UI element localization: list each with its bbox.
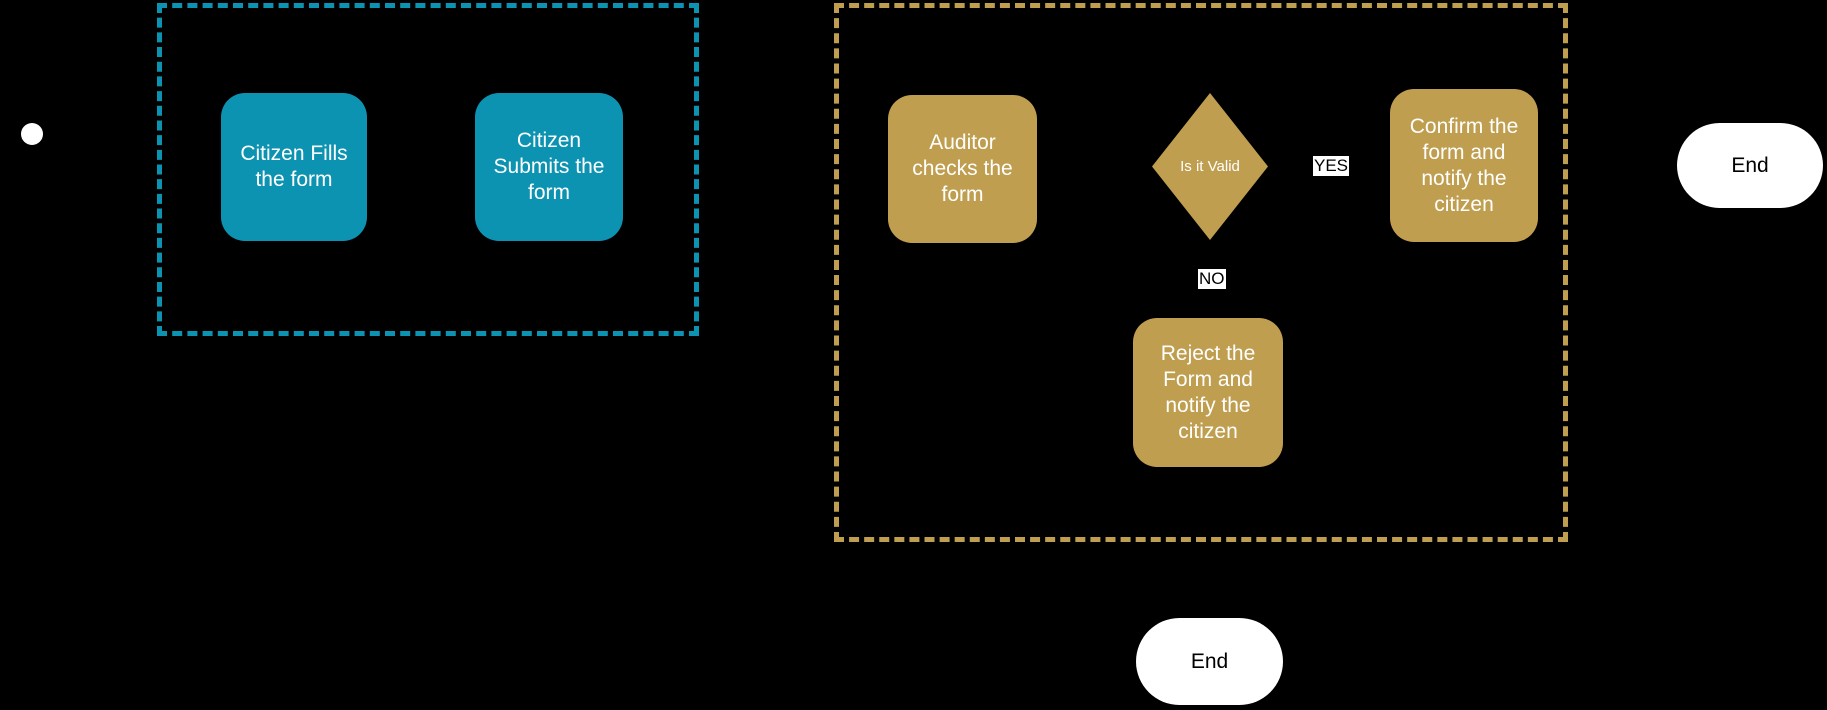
node-auditor-checks-form: Auditor checks the form xyxy=(888,95,1037,243)
end-node-bottom: End xyxy=(1136,618,1283,705)
end-node-bottom-label: End xyxy=(1190,649,1229,673)
node-citizen-fills-form-label: Citizen Fills the form xyxy=(240,142,348,191)
decision-is-it-valid-label: Is it Valid xyxy=(1180,158,1240,175)
node-confirm-and-notify-label: Confirm the form and notify the citizen xyxy=(1409,114,1519,216)
node-citizen-submits-form-label: Citizen Submits the form xyxy=(493,129,605,204)
node-reject-and-notify-label: Reject the Form and notify the citizen xyxy=(1160,341,1256,443)
edge-label-yes: YES xyxy=(1313,156,1350,176)
node-citizen-submits-form: Citizen Submits the form xyxy=(475,93,623,241)
auditor-subgraph-boundary xyxy=(834,3,1568,542)
node-confirm-and-notify: Confirm the form and notify the citizen xyxy=(1390,89,1538,242)
end-node-right-label: End xyxy=(1731,153,1769,177)
node-auditor-checks-form-label: Auditor checks the form xyxy=(912,131,1013,206)
start-node-icon xyxy=(21,123,43,145)
node-citizen-fills-form: Citizen Fills the form xyxy=(221,93,367,241)
decision-is-it-valid: Is it Valid xyxy=(1152,93,1268,240)
end-node-right: End xyxy=(1677,123,1823,208)
edge-label-no: NO xyxy=(1198,269,1226,289)
node-reject-and-notify: Reject the Form and notify the citizen xyxy=(1133,318,1283,467)
citizen-subgraph-boundary xyxy=(157,3,699,336)
